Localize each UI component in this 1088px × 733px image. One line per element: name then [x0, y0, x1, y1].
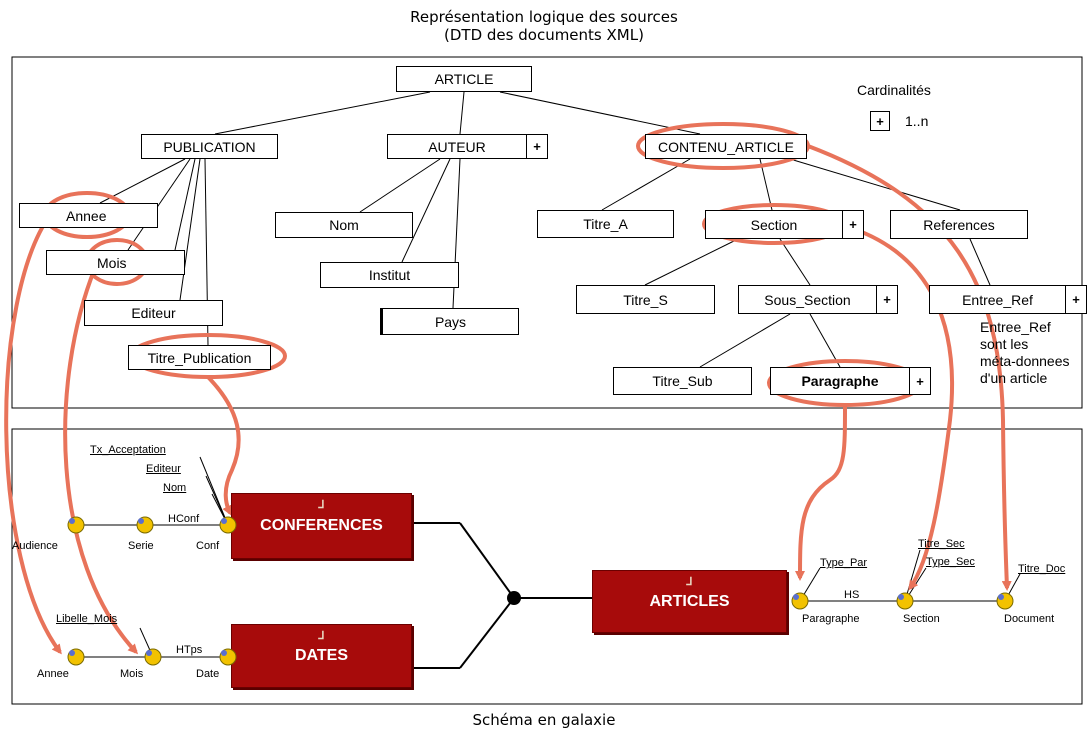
node-section: Section [705, 210, 843, 239]
entree-ref-cardinality: + [1065, 285, 1087, 314]
level-mois: Mois [120, 668, 144, 680]
node-references: References [890, 210, 1028, 239]
node-paragraphe: Paragraphe [770, 367, 910, 395]
attr-titre-sec: Titre_Sec [918, 538, 965, 550]
attr-nom: Nom [163, 482, 187, 494]
node-titre-a: Titre_A [537, 210, 674, 238]
level-annee: Annee [37, 668, 69, 680]
level-paragraphe: Paragraphe [802, 613, 860, 625]
note-line-1: Entree_Ref [980, 319, 1051, 335]
node-annee: Annee [19, 203, 158, 228]
title-line-2: (DTD des documents XML) [444, 26, 644, 44]
node-article: ARTICLE [396, 66, 532, 92]
node-titre-sub: Titre_Sub [613, 367, 752, 395]
legend-value: 1..n [905, 113, 929, 129]
node-pays: Pays [380, 308, 519, 335]
cube-icon: ⅃ [686, 576, 693, 588]
dtd-frame [11, 56, 1083, 409]
node-editeur: Editeur [84, 300, 223, 326]
dtd-tree-edges [99, 91, 991, 368]
node-nom: Nom [275, 212, 413, 238]
attr-type-sec: Type_Sec [926, 556, 975, 568]
node-titre-publication: Titre_Publication [128, 345, 271, 370]
attr-tx-acceptation: Tx_Acceptation [90, 444, 166, 456]
node-publication: PUBLICATION [141, 134, 278, 159]
fact-dates-label: DATES [294, 647, 349, 664]
diagram-caption: Schéma en galaxie [472, 711, 616, 729]
attr-titre-doc: Titre_Doc [1018, 563, 1066, 575]
node-institut: Institut [320, 262, 459, 288]
hierarchy-hs: HS [844, 589, 860, 601]
hierarchy-htps: HTps [176, 644, 203, 656]
level-date: Date [196, 668, 220, 680]
node-sous-section: Sous_Section [738, 285, 877, 314]
node-titre-s: Titre_S [576, 285, 715, 314]
paragraphe-cardinality: + [909, 367, 931, 395]
level-section: Section [903, 613, 940, 625]
fact-dates: ⅃ DATES [231, 624, 412, 688]
fact-articles-label: ARTICLES [649, 592, 730, 610]
fact-conferences-label: CONFERENCES [260, 517, 383, 534]
node-mois: Mois [46, 250, 185, 275]
legend-title: Cardinalités [857, 82, 931, 98]
legend-plus-symbol: + [870, 111, 890, 131]
diagram-title: Représentation logique des sources (DTD … [344, 8, 744, 44]
fact-conferences: ⅃ CONFERENCES [231, 493, 412, 559]
level-conf: Conf [196, 540, 220, 552]
galaxy-hub [507, 591, 521, 605]
entree-ref-note: Entree_Ref sont les méta-donnees d'un ar… [980, 319, 1070, 387]
fact-articles: ⅃ ARTICLES [592, 570, 787, 633]
node-entree-ref: Entree_Ref [929, 285, 1066, 314]
attr-type-par: Type_Par [820, 557, 868, 569]
note-line-2: sont les [980, 336, 1029, 352]
attr-libelle-mois: Libelle_Mois [56, 613, 118, 625]
node-auteur: AUTEUR [387, 134, 527, 159]
cube-icon: ⅃ [318, 630, 325, 642]
level-audience: Audience [12, 540, 58, 552]
sous-section-cardinality: + [876, 285, 898, 314]
galaxy-frame [11, 428, 1083, 705]
auteur-cardinality: + [526, 134, 548, 159]
note-line-4: d'un article [980, 370, 1048, 386]
node-contenu-article: CONTENU_ARTICLE [645, 134, 807, 159]
section-cardinality: + [842, 210, 864, 239]
level-document: Document [1004, 613, 1055, 625]
attr-editeur: Editeur [146, 463, 181, 475]
title-line-1: Représentation logique des sources [410, 8, 678, 26]
cube-icon: ⅃ [318, 499, 325, 511]
note-line-3: méta-donnees [980, 353, 1070, 369]
level-serie: Serie [128, 540, 154, 552]
highlight-arrows [4, 144, 1012, 655]
hierarchy-hconf: HConf [168, 513, 200, 525]
